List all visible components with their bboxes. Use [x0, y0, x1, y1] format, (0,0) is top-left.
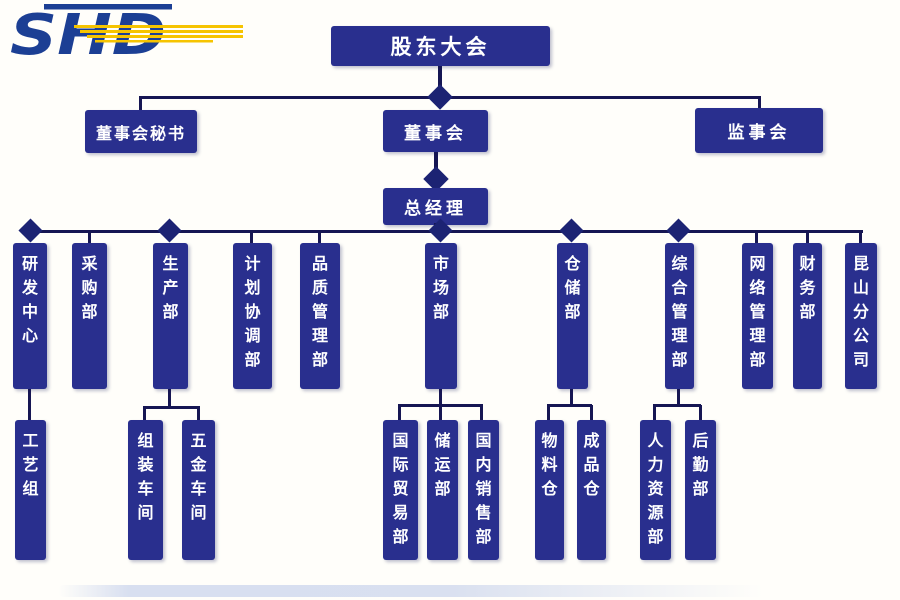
connector-line — [434, 152, 438, 178]
connector-line — [859, 231, 862, 244]
org-node-hr-dept: 人力资源部 — [640, 420, 671, 560]
connector-line — [318, 231, 321, 244]
connector-line — [806, 231, 809, 244]
org-node-material-warehouse: 物料仓 — [535, 420, 564, 560]
connector-line — [547, 405, 550, 421]
org-node-planning-coordination-dept: 计划协调部 — [233, 243, 272, 389]
org-node-board-of-directors: 董事会 — [383, 110, 488, 152]
connector-line — [139, 97, 142, 111]
org-node-assembly-workshop: 组装车间 — [128, 420, 163, 560]
org-node-craft-group: 工艺组 — [15, 420, 46, 560]
connector-line — [197, 407, 200, 423]
org-node-finance-dept: 财务部 — [793, 243, 822, 389]
connector-diamond — [427, 84, 453, 110]
connector-line — [699, 405, 702, 421]
org-node-network-management-dept: 网络管理部 — [742, 243, 773, 389]
connector-line — [653, 404, 701, 407]
connector-line — [590, 405, 593, 421]
connector-line — [28, 389, 31, 421]
org-node-board-secretary: 董事会秘书 — [85, 110, 197, 153]
connector-line — [480, 405, 483, 421]
org-node-finished-goods-warehouse: 成品仓 — [577, 420, 606, 560]
connector-line — [547, 404, 592, 407]
connector-diamond — [559, 218, 584, 243]
connector-line — [250, 231, 253, 244]
org-node-warehousing-dept: 仓储部 — [557, 243, 588, 389]
org-node-quality-management-dept: 品质管理部 — [300, 243, 340, 389]
org-node-production-dept: 生产部 — [153, 243, 188, 389]
connector-line — [755, 231, 758, 244]
org-node-domestic-sales-dept: 国内销售部 — [468, 420, 499, 560]
bottom-gradient-band — [58, 585, 764, 597]
org-node-logistics-dept: 后勤部 — [685, 420, 716, 560]
connector-line — [438, 66, 442, 97]
org-node-marketing-dept: 市场部 — [425, 243, 457, 389]
connector-line — [398, 405, 401, 421]
connector-line — [653, 405, 656, 421]
org-node-general-manager: 总经理 — [383, 188, 488, 225]
logo-speed-lines — [74, 25, 243, 43]
logo-top-bar — [44, 4, 172, 10]
org-node-kunshan-branch: 昆山分公司 — [845, 243, 877, 389]
connector-line — [758, 97, 761, 109]
connector-line — [143, 406, 200, 409]
connector-line — [570, 389, 573, 406]
connector-line — [168, 389, 171, 408]
connector-diamond — [666, 218, 691, 243]
connector-line — [143, 407, 146, 423]
org-node-shareholders-meeting: 股东大会 — [331, 26, 550, 66]
shd-logo: SHD — [10, 4, 243, 64]
shd-logo-text: SHD — [10, 4, 166, 64]
connector-line — [439, 389, 442, 406]
org-node-hardware-workshop: 五金车间 — [182, 420, 215, 560]
org-node-supervisory-board: 监事会 — [695, 108, 823, 153]
connector-line — [88, 231, 91, 244]
org-node-rd-center: 研发中心 — [13, 243, 47, 389]
connector-diamond — [157, 218, 182, 243]
org-node-purchasing-dept: 采购部 — [72, 243, 107, 389]
org-node-international-trade-dept: 国际贸易部 — [383, 420, 418, 560]
connector-line — [439, 405, 442, 421]
connector-line — [677, 389, 680, 406]
connector-diamond — [18, 218, 43, 243]
org-node-general-management-dept: 综合管理部 — [665, 243, 694, 389]
org-node-storage-transport-dept: 储运部 — [427, 420, 458, 560]
